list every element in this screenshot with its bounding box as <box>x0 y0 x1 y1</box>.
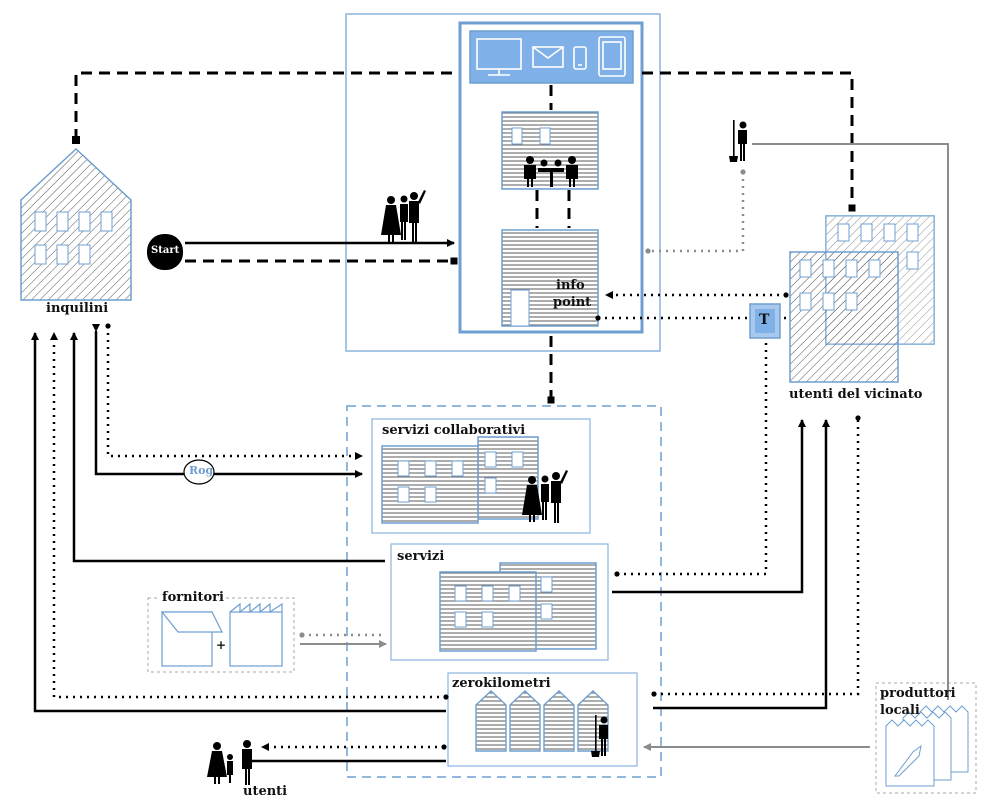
plus-label: + <box>216 638 227 652</box>
people-icon <box>522 470 568 523</box>
connectors-dotted <box>50 291 861 751</box>
start-label: Start <box>151 245 180 256</box>
phone-icon <box>573 46 587 70</box>
rog-label: Rog <box>189 464 214 477</box>
info-point-label-line2: point <box>553 295 592 310</box>
fornitori-box <box>147 597 295 673</box>
servizi-collaborativi-label: servizi collaborativi <box>382 423 526 438</box>
servizi-label: servizi <box>397 549 445 564</box>
produttori-label-line1: produttori <box>880 686 956 701</box>
utenti-label: utenti <box>243 784 288 799</box>
produttori-label-line2: locali <box>880 703 920 718</box>
rog-badge <box>183 459 215 485</box>
info-point-building <box>501 229 599 327</box>
inquilini-house <box>20 147 132 301</box>
t-badge-label: T <box>759 312 770 328</box>
meeting-icon <box>524 156 578 187</box>
farmer-icon <box>729 120 747 162</box>
inquilini-label: inquilini <box>46 301 109 316</box>
mail-icon <box>532 46 564 68</box>
neighborhood-buildings <box>789 215 935 383</box>
servizi-building <box>439 562 597 652</box>
connectors-gray <box>300 143 949 751</box>
monitor-icon <box>476 38 522 76</box>
farmer-icon <box>591 715 608 757</box>
start-badge <box>147 234 183 270</box>
tablet-icon <box>598 36 626 77</box>
t-badge <box>749 303 781 339</box>
meeting-building <box>501 111 599 190</box>
utenti-vicinato-label: utenti del vicinato <box>789 387 923 402</box>
connectors-dashed <box>74 71 856 404</box>
info-point-label-line1: info <box>556 278 585 293</box>
devices-bar <box>469 30 634 84</box>
zerokilometri-stalls <box>475 690 609 752</box>
people-icon <box>381 190 426 243</box>
people-icon <box>207 740 252 785</box>
produttori-icons <box>885 705 969 787</box>
fornitori-label: fornitori <box>160 590 226 605</box>
info-point-panel <box>458 21 644 334</box>
zerokilometri-label: zerokilometri <box>452 676 551 691</box>
servizi-collaborativi-building <box>381 436 539 524</box>
